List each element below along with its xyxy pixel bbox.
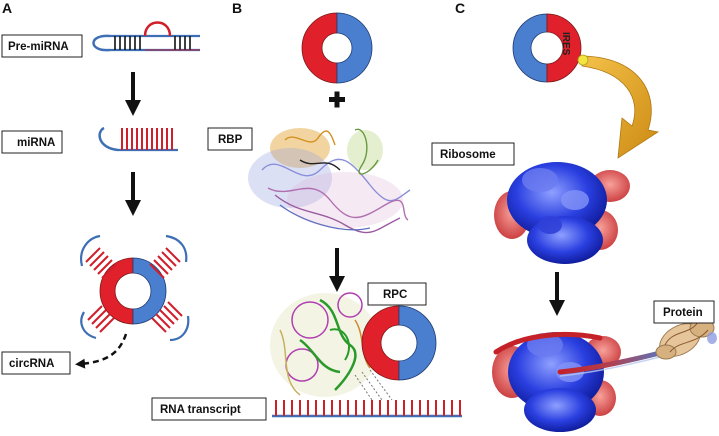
circrna-ring-b: [301, 12, 373, 84]
ribosome-label: Ribosome: [431, 142, 515, 166]
circrna-ring-ires: IRES: [512, 13, 582, 83]
dashed-arrow-circrna: [75, 333, 128, 369]
rna-transcript-label: RNA transcript: [151, 397, 267, 421]
ribosome-bottom: [492, 332, 621, 432]
panel-c-letter: C: [455, 0, 465, 16]
protein-structure: [655, 318, 717, 360]
protein-label: Protein: [653, 300, 715, 324]
plus-icon: [329, 91, 345, 108]
mirna-duplex: [98, 126, 178, 152]
rpc-text: RPC: [383, 289, 407, 301]
rbp-text: RBP: [218, 134, 243, 146]
circrna-text: circRNA: [9, 358, 54, 370]
rna-transcript-strand: [272, 400, 462, 418]
rpc-structure: [270, 292, 393, 401]
rbp-structure: [248, 128, 411, 234]
mirna-label: miRNA: [1, 130, 63, 154]
mirna-text: miRNA: [17, 137, 55, 149]
circrna-label: circRNA: [1, 351, 71, 375]
panel-a-letter: A: [2, 0, 12, 16]
rbp-label: RBP: [207, 127, 253, 151]
gold-curved-arrow: [577, 54, 660, 159]
pre-mirna-text: Pre-miRNA: [8, 41, 69, 53]
pre-mirna-hairpin: [92, 21, 200, 52]
ribosome-top: [494, 162, 630, 264]
rna-transcript-text: RNA transcript: [160, 404, 241, 416]
panel-b-letter: B: [232, 0, 242, 16]
protein-text: Protein: [663, 307, 703, 319]
circrna-sponge: [80, 234, 190, 342]
rpc-label: RPC: [367, 282, 427, 306]
ires-text: IRES: [560, 32, 571, 56]
pre-mirna-label: Pre-miRNA: [1, 34, 83, 58]
circrna-ring-rpc: [361, 305, 437, 381]
ribosome-text: Ribosome: [440, 149, 496, 161]
